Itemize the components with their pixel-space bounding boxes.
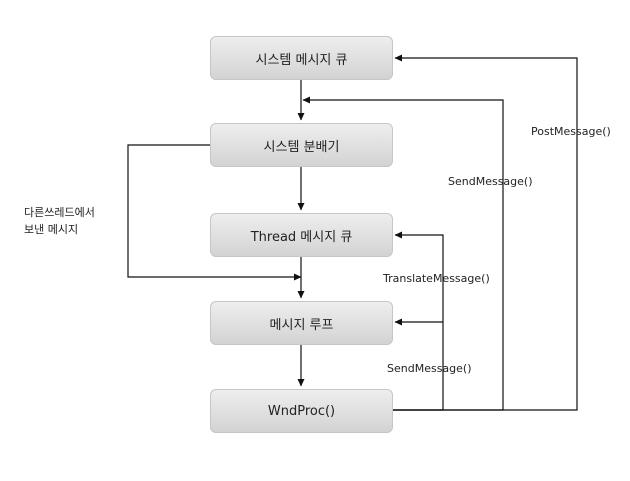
send-message-lower-label: SendMessage() — [387, 362, 472, 375]
post-message-label: PostMessage() — [531, 125, 611, 138]
arrow-send-message-upper — [302, 96, 504, 411]
arrow-post-message — [393, 54, 578, 411]
other-thread-label-line1: 다른쓰레드에서 — [24, 206, 95, 219]
message-loop-box: 메시지 루프 — [210, 301, 393, 345]
wndproc-box: WndProc() — [210, 389, 393, 433]
system-message-queue-box: 시스템 메시지 큐 — [210, 36, 393, 80]
arrow-other-thread-message — [127, 144, 302, 281]
send-message-upper-label: SendMessage() — [448, 175, 533, 188]
other-thread-label: 다른쓰레드에서 보낸 메시지 — [24, 204, 95, 238]
thread-message-queue-box: Thread 메시지 큐 — [210, 213, 393, 257]
translate-message-label: TranslateMessage() — [383, 272, 490, 285]
other-thread-label-line2: 보낸 메시지 — [24, 223, 79, 236]
system-dispatcher-box: 시스템 분배기 — [210, 123, 393, 167]
